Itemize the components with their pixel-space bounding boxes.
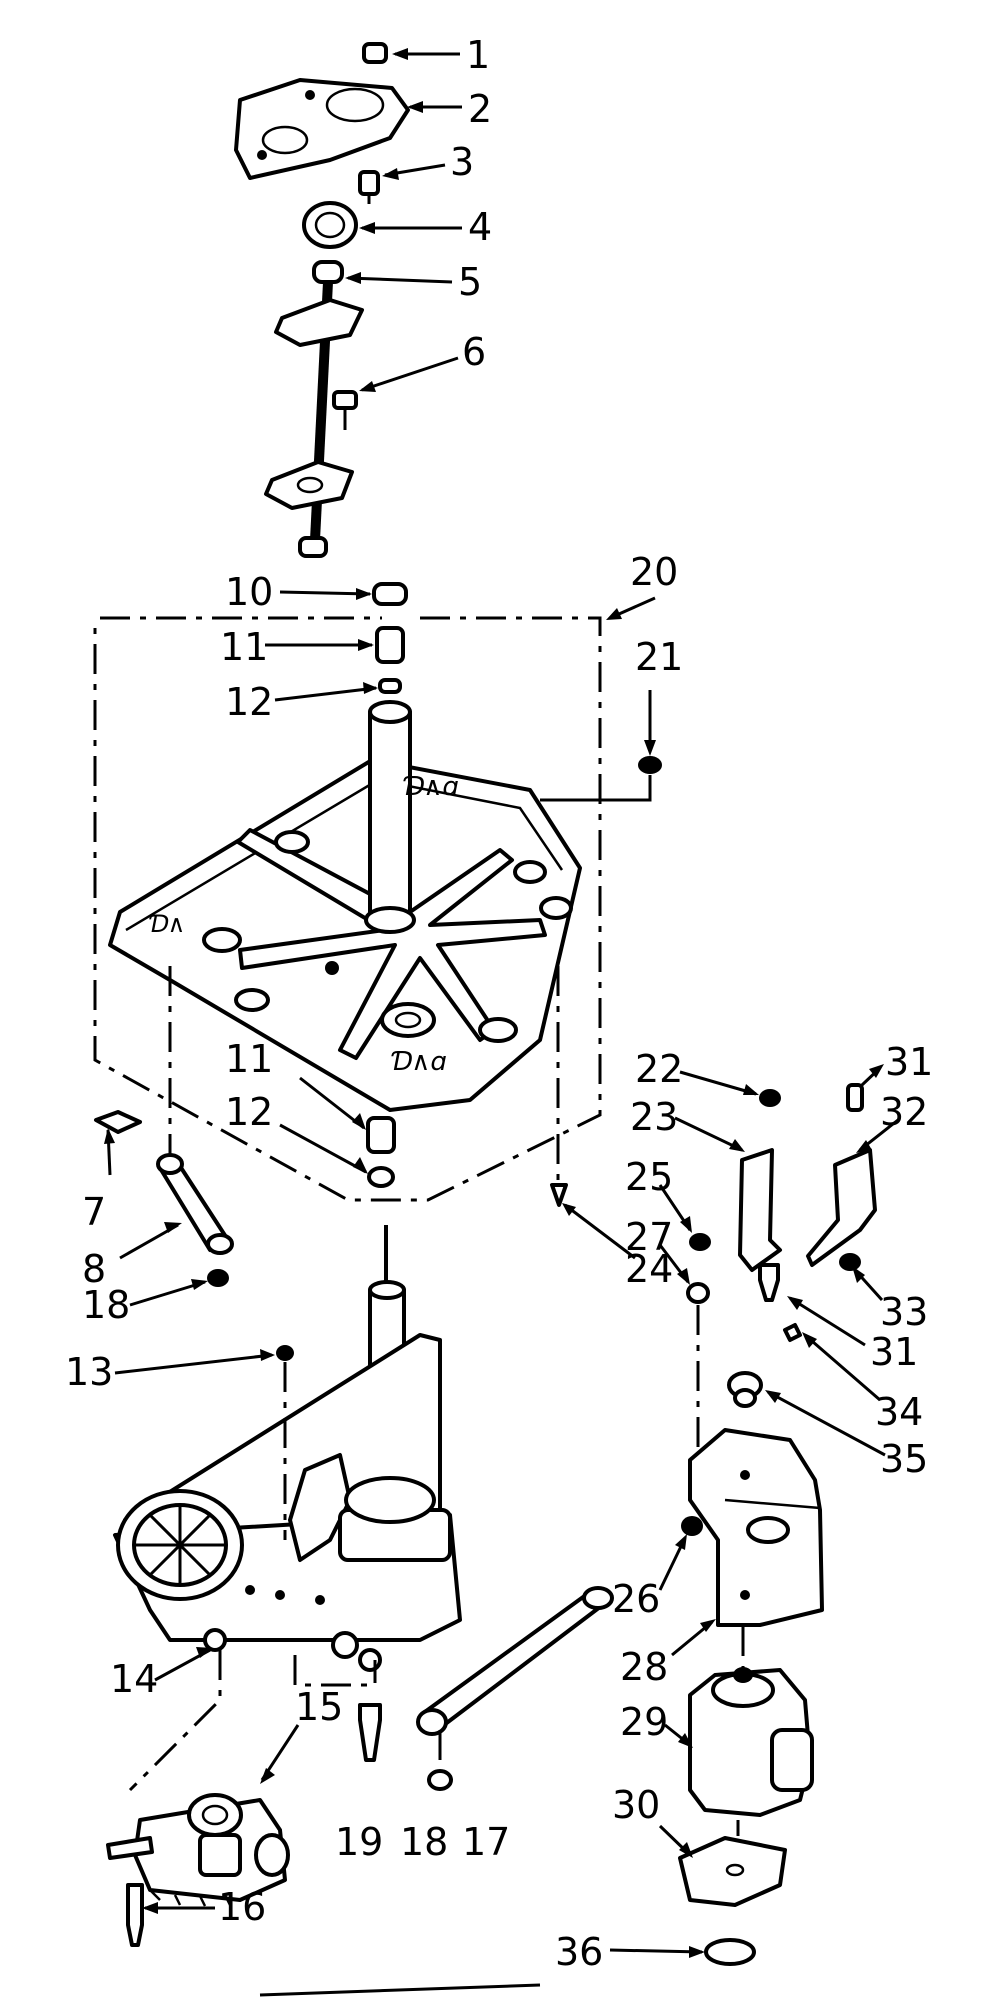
pump-assembly bbox=[106, 1793, 290, 1947]
part-6-screw bbox=[332, 390, 358, 430]
callout-7: 7 bbox=[82, 1190, 106, 1234]
callout-20: 20 bbox=[630, 550, 678, 594]
callout-22: 22 bbox=[635, 1047, 683, 1091]
callout-31-top: 31 bbox=[885, 1040, 933, 1084]
part-22-nut bbox=[759, 1089, 781, 1107]
part-4-ring bbox=[302, 201, 358, 249]
part-2-bracket bbox=[234, 78, 410, 180]
callout-12-lower: 12 bbox=[225, 1090, 273, 1134]
callout-18-left: 18 bbox=[82, 1283, 130, 1327]
callout-17: 17 bbox=[462, 1820, 510, 1864]
part-1-nut bbox=[362, 42, 388, 64]
callout-36: 36 bbox=[555, 1930, 603, 1974]
callout-33: 33 bbox=[880, 1290, 928, 1334]
callout-27: 27 bbox=[625, 1215, 673, 1259]
callout-24: 24 bbox=[625, 1247, 673, 1291]
callout-labels: 1 2 3 4 5 6 7 8 10 11 12 11 12 13 14 15 … bbox=[65, 33, 933, 1974]
callout-14: 14 bbox=[110, 1657, 158, 1701]
part-5-cap bbox=[312, 260, 344, 284]
motor-side-assembly bbox=[678, 1083, 877, 1966]
link-17-assembly bbox=[416, 1586, 614, 1791]
part-7-pin bbox=[94, 1110, 142, 1134]
part-21-clip bbox=[638, 756, 662, 774]
callout-3: 3 bbox=[450, 140, 474, 184]
part-26-nut bbox=[681, 1516, 703, 1536]
part-19-bolt bbox=[358, 1703, 382, 1762]
part-27-nut bbox=[686, 1282, 710, 1304]
callout-15: 15 bbox=[295, 1685, 343, 1729]
callout-25: 25 bbox=[625, 1155, 673, 1199]
part-11-bearing-lower bbox=[366, 1116, 396, 1154]
part-31-screw-bottom bbox=[758, 1263, 780, 1302]
part-30-plate bbox=[678, 1836, 787, 1907]
callout-29: 29 bbox=[620, 1700, 668, 1744]
part-12-washer-lower bbox=[367, 1166, 395, 1188]
part-34-pin bbox=[783, 1323, 802, 1342]
part-31-screw-top bbox=[846, 1083, 864, 1112]
callout-6: 6 bbox=[462, 330, 486, 374]
svg-text:Ɗ∧ɑ: Ɗ∧ɑ bbox=[390, 1047, 447, 1077]
part-25-nut bbox=[689, 1233, 711, 1251]
callout-8: 8 bbox=[82, 1247, 106, 1291]
part-36-nut bbox=[704, 1938, 756, 1966]
svg-text:Ɗ∧ɑ: Ɗ∧ɑ bbox=[402, 772, 459, 802]
callout-31-bottom: 31 bbox=[870, 1330, 918, 1374]
part-10-seal bbox=[372, 582, 408, 606]
part-24-screw bbox=[550, 1183, 568, 1207]
callout-28: 28 bbox=[620, 1645, 668, 1689]
part-23-bracket bbox=[738, 1148, 782, 1272]
part-11-bearing bbox=[375, 626, 405, 664]
callout-32: 32 bbox=[880, 1090, 928, 1134]
callout-35: 35 bbox=[880, 1437, 928, 1481]
callout-10: 10 bbox=[225, 570, 273, 614]
callout-5: 5 bbox=[458, 260, 482, 304]
part-16-screw bbox=[126, 1883, 144, 1947]
part-33-nut bbox=[839, 1253, 861, 1271]
leader-lines bbox=[104, 48, 899, 1997]
part-18-nut-left bbox=[207, 1269, 229, 1287]
callout-30: 30 bbox=[612, 1783, 660, 1827]
part-13-nut bbox=[276, 1345, 294, 1361]
part-5-shaft-plates bbox=[264, 281, 364, 558]
callout-19: 19 bbox=[335, 1820, 383, 1864]
callout-2: 2 bbox=[468, 87, 492, 131]
part-20-base-plate: Ɗ∧ɑ Ɗ∧ɑ Ɗ∧ bbox=[93, 582, 662, 1207]
callout-16: 16 bbox=[218, 1885, 266, 1929]
transmission-assembly bbox=[113, 1225, 462, 1792]
callout-34: 34 bbox=[875, 1390, 923, 1434]
part-32-bracket bbox=[806, 1148, 877, 1267]
callout-4: 4 bbox=[468, 205, 492, 249]
callout-26: 26 bbox=[612, 1577, 660, 1621]
callout-11-lower: 11 bbox=[225, 1037, 273, 1081]
callout-12-upper: 12 bbox=[225, 680, 273, 724]
callout-1: 1 bbox=[466, 33, 490, 77]
callout-11-upper: 11 bbox=[220, 625, 268, 669]
part-12-washer bbox=[378, 678, 402, 694]
left-link-parts bbox=[94, 966, 234, 1287]
top-assembly bbox=[234, 42, 410, 558]
svg-text:Ɗ∧: Ɗ∧ bbox=[148, 910, 185, 938]
callout-13: 13 bbox=[65, 1350, 113, 1394]
callout-21: 21 bbox=[635, 635, 683, 679]
part-3-bolt bbox=[358, 170, 380, 204]
callout-23: 23 bbox=[630, 1095, 678, 1139]
callout-18-bottom: 18 bbox=[400, 1820, 448, 1864]
part-18-nut-bottom bbox=[427, 1769, 453, 1791]
